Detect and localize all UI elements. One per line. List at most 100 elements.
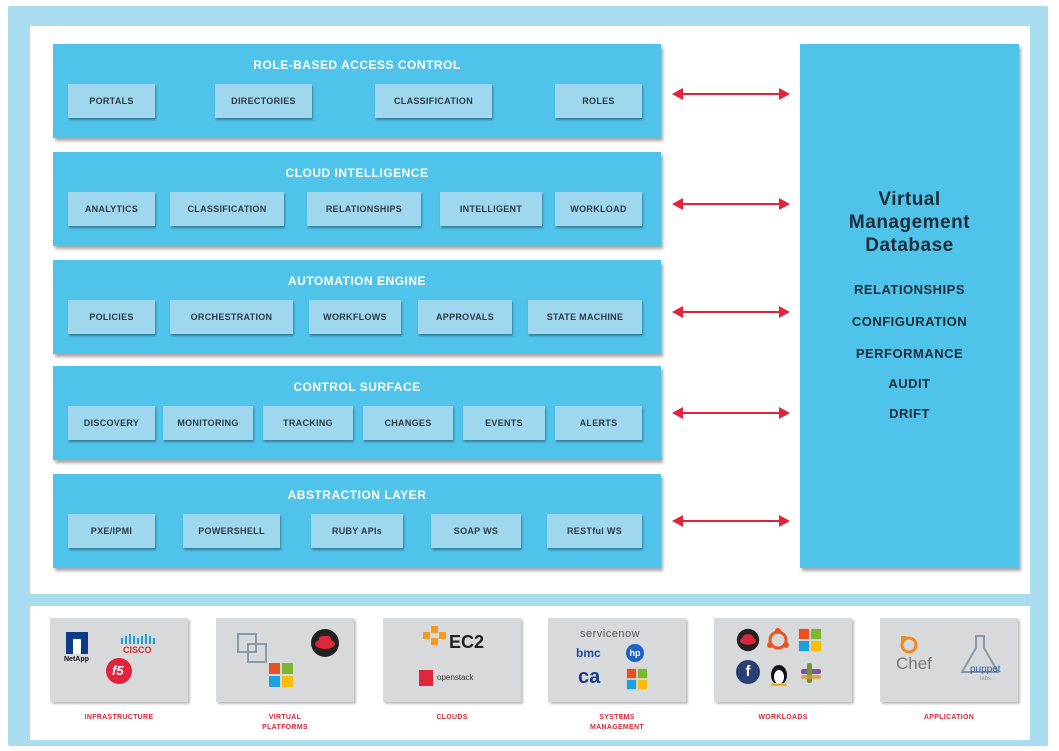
provider-infrastructure: NetApp CISCO f5 [50,618,188,702]
bidirectional-arrow-icon [672,198,790,210]
layer-automation-engine: AUTOMATION ENGINE POLICIES ORCHESTRATION… [53,260,661,354]
vmware-logo-icon [237,633,267,663]
vmdb-item-relationships: RELATIONSHIPS [854,282,965,297]
chip-tracking: TRACKING [263,406,353,440]
provider-label-virtual-platforms: VIRTUAL PLATFORMS [216,713,354,733]
provider-virtual-platforms [216,618,354,702]
provider-label-workloads: WORKLOADS [714,713,852,723]
slack-logo-icon [801,663,821,683]
virtual-management-database: Virtual Management Database RELATIONSHIP… [800,44,1019,568]
chip-state-machine: STATE MACHINE [528,300,642,334]
cisco-wordmark: CISCO [123,645,152,655]
layer-title: CONTROL SURFACE [293,380,421,394]
provider-systems-management: servicenow bmc hp ca [548,618,686,702]
provider-label-systems-management: SYSTEMS MANAGEMENT [548,713,686,733]
aws-ec2-logo-icon [423,626,446,645]
provider-label-infrastructure: INFRASTRUCTURE [50,713,188,723]
f5-logo-icon [106,658,132,684]
chip-alerts: ALERTS [555,406,642,440]
vmdb-title-line: Virtual [878,189,941,210]
vmdb-item-configuration: CONFIGURATION [851,314,968,329]
ec2-wordmark: EC2 [449,632,485,652]
label-line: APPLICATION [923,714,975,721]
chip-roles: ROLES [555,84,642,118]
label-line: INFRASTRUCTURE [84,714,154,721]
vmdb-title-line: Management [848,212,971,233]
chef-logo-icon [900,636,918,654]
layer-title: ABSTRACTION LAYER [287,488,427,502]
windows-logo-icon [798,628,822,652]
bidirectional-arrow-icon [672,306,790,318]
vmdb-item-audit: AUDIT [888,376,931,391]
f5-wordmark: f5 [112,663,124,678]
chip-changes: CHANGES [363,406,453,440]
bidirectional-arrow-icon [672,88,790,100]
layer-cloud-intelligence: CLOUD INTELLIGENCE ANALYTICS CLASSIFICAT… [53,152,661,246]
layer-control-surface: CONTROL SURFACE DISCOVERY MONITORING TRA… [53,366,661,460]
windows-logo-icon [626,668,648,690]
chip-classification: CLASSIFICATION [170,192,284,226]
chip-restful-ws: RESTful WS [547,514,642,548]
linux-tux-logo-icon [771,665,787,686]
netapp-wordmark: NetApp [64,656,89,663]
servicenow-wordmark: servicenow [580,628,641,640]
label-line: WORKLOADS [758,714,808,721]
chip-powershell: POWERSHELL [183,514,280,548]
label-line: CLOUDS [436,714,468,721]
ubuntu-logo-icon [767,628,789,650]
provider-label-application: APPLICATION [880,713,1018,723]
chip-events: EVENTS [463,406,545,440]
provider-clouds: EC2 openstack [383,618,521,702]
puppet-wordmark: puppet [970,664,1001,675]
chip-policies: POLICIES [68,300,155,334]
windows-logo-icon [269,663,293,687]
vmdb-title: Virtual Management Database [800,188,1019,257]
bidirectional-arrow-icon [672,407,790,419]
label-line: VIRTUAL [268,714,302,721]
chip-portals: PORTALS [68,84,155,118]
chip-classification: CLASSIFICATION [375,84,492,118]
vmdb-title-line: Database [865,235,954,256]
label-line: SYSTEMS [599,714,635,721]
redhat-logo-icon [736,628,760,652]
layer-abstraction-layer: ABSTRACTION LAYER PXE/IPMI POWERSHELL RU… [53,474,661,568]
chip-analytics: ANALYTICS [68,192,155,226]
chip-discovery: DISCOVERY [68,406,155,440]
vmdb-item-drift: DRIFT [889,406,930,421]
netapp-logo-icon [66,632,88,654]
cisco-logo-icon [121,634,155,644]
chip-pxe-ipmi: PXE/IPMI [68,514,155,548]
layer-title: ROLE-BASED ACCESS CONTROL [253,58,461,72]
puppet-sub-wordmark: labs [980,676,992,682]
chip-directories: DIRECTORIES [215,84,312,118]
ca-wordmark: ca [578,666,601,688]
fedora-logo-icon: f [736,660,760,684]
chip-intelligent: INTELLIGENT [440,192,542,226]
hp-wordmark: hp [629,648,641,658]
redhat-logo-icon [311,629,339,657]
chip-orchestration: ORCHESTRATION [170,300,293,334]
provider-workloads: f [714,618,852,702]
chip-soap-ws: SOAP WS [431,514,521,548]
openstack-wordmark: openstack [437,673,474,682]
chip-workload: WORKLOAD [555,192,642,226]
label-line: PLATFORMS [262,724,308,731]
chip-monitoring: MONITORING [163,406,253,440]
bidirectional-arrow-icon [672,515,790,527]
layer-title: CLOUD INTELLIGENCE [285,166,429,180]
layer-title: AUTOMATION ENGINE [287,274,427,288]
puppet-logo-icon [960,635,1000,673]
label-line: MANAGEMENT [590,724,644,731]
chip-workflows: WORKFLOWS [309,300,401,334]
vmdb-item-performance: PERFORMANCE [855,346,964,361]
chef-wordmark: Chef [896,654,932,673]
layer-role-based-access-control: ROLE-BASED ACCESS CONTROL PORTALS DIRECT… [53,44,661,138]
openstack-logo-icon [419,670,433,686]
hp-logo-icon: hp [626,644,644,662]
provider-label-clouds: CLOUDS [383,713,521,723]
providers-panel [30,606,1030,740]
bmc-wordmark: bmc [576,646,601,660]
provider-application: Chef puppet labs [880,618,1018,702]
chip-relationships: RELATIONSHIPS [307,192,421,226]
chip-ruby-apis: RUBY APIs [311,514,403,548]
